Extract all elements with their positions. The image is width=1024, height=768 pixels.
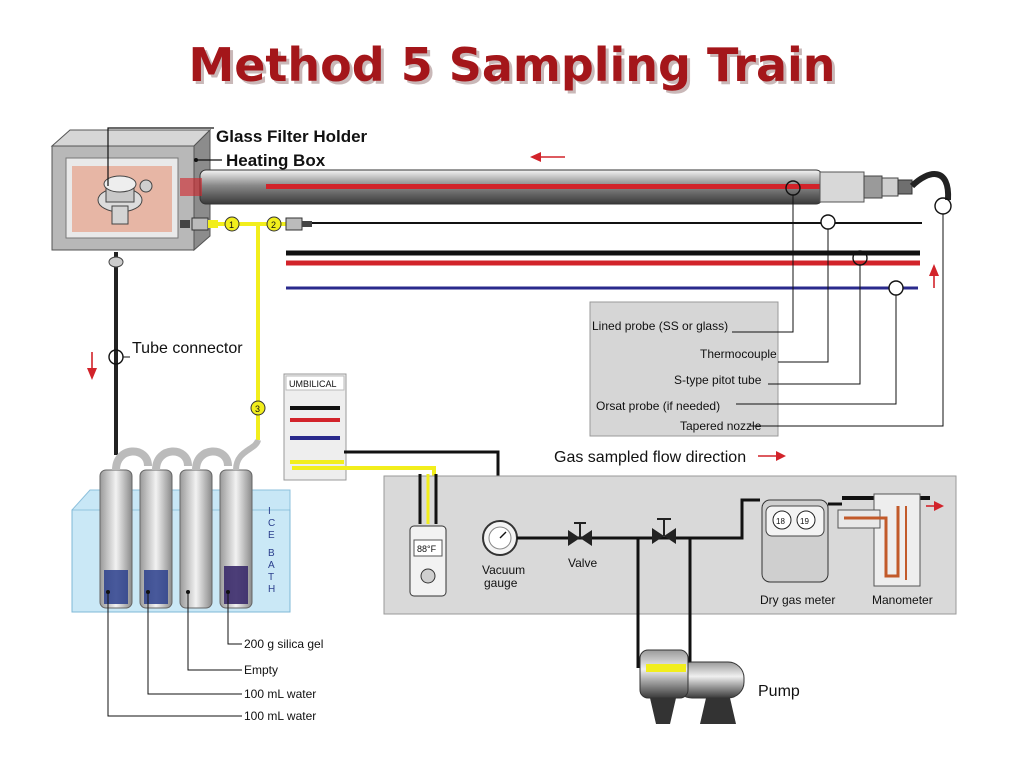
outlet-arrow-icon <box>926 501 944 511</box>
orsat-probe-label: Orsat probe (if needed) <box>596 399 720 413</box>
umbilical-card: UMBILICAL <box>283 373 347 481</box>
vacuum-gauge <box>482 520 518 556</box>
down-arrow-icon <box>87 352 97 380</box>
valve-icon <box>568 522 592 546</box>
gas-flow-direction-label: Gas sampled flow direction <box>554 449 746 466</box>
pump <box>639 649 745 724</box>
thermometer-reading: 88°F <box>417 544 437 554</box>
connector-number-1: 1 <box>229 220 234 230</box>
vacuum-gauge-label-line1: Vacuum <box>482 563 525 577</box>
impinger-3 <box>179 447 232 609</box>
pump-label: Pump <box>758 683 800 700</box>
silica-gel-label: 200 g silica gel <box>244 637 323 651</box>
ice-bath-letters: I C E B A T H <box>268 506 275 595</box>
tube-connector-label: Tube connector <box>132 340 243 357</box>
temperature-controller: 88°F <box>409 474 447 597</box>
up-arrow-icon <box>929 264 939 288</box>
connector-number-3: 3 <box>255 404 260 414</box>
dry-gas-meter: 18 19 <box>761 499 829 583</box>
tapered-nozzle-label: Tapered nozzle <box>680 419 762 433</box>
svg-text:T: T <box>268 572 274 583</box>
svg-text:H: H <box>268 584 275 595</box>
page-title: Method 5 Sampling Train <box>188 38 836 92</box>
water-label-2: 100 mL water <box>244 709 316 723</box>
manometer <box>837 493 921 587</box>
s-type-pitot-label: S-type pitot tube <box>674 373 762 387</box>
impinger-1 <box>99 447 152 609</box>
empty-label: Empty <box>244 663 278 677</box>
dry-gas-meter-label: Dry gas meter <box>760 593 835 607</box>
bypass-valve-icon <box>652 518 676 544</box>
glass-filter-holder <box>97 175 153 225</box>
valve-label: Valve <box>568 556 597 570</box>
svg-text:I: I <box>268 506 271 517</box>
glass-filter-holder-label: Glass Filter Holder <box>216 127 368 146</box>
umbilical-label: UMBILICAL <box>289 379 337 389</box>
meter-dial-1: 18 <box>776 517 785 526</box>
vacuum-gauge-label-line2: gauge <box>484 576 518 590</box>
probe-flow-arrow-icon <box>530 152 565 162</box>
svg-text:A: A <box>268 560 275 571</box>
probe-legend-box: Lined probe (SS or glass) Thermocouple S… <box>589 301 779 437</box>
thermocouple-label: Thermocouple <box>700 347 777 361</box>
lined-probe-label: Lined probe (SS or glass) <box>592 319 728 333</box>
flow-arrow-icon <box>758 451 786 461</box>
water-label-1: 100 mL water <box>244 687 316 701</box>
manometer-label: Manometer <box>872 593 933 607</box>
meter-dial-2: 19 <box>800 517 809 526</box>
svg-text:E: E <box>268 530 275 541</box>
svg-text:B: B <box>268 548 275 559</box>
heating-box-label: Heating Box <box>226 151 326 170</box>
connector-number-2: 2 <box>271 220 276 230</box>
svg-text:C: C <box>268 518 275 529</box>
probe <box>180 169 952 215</box>
connector-fittings: 1 2 <box>180 216 312 232</box>
